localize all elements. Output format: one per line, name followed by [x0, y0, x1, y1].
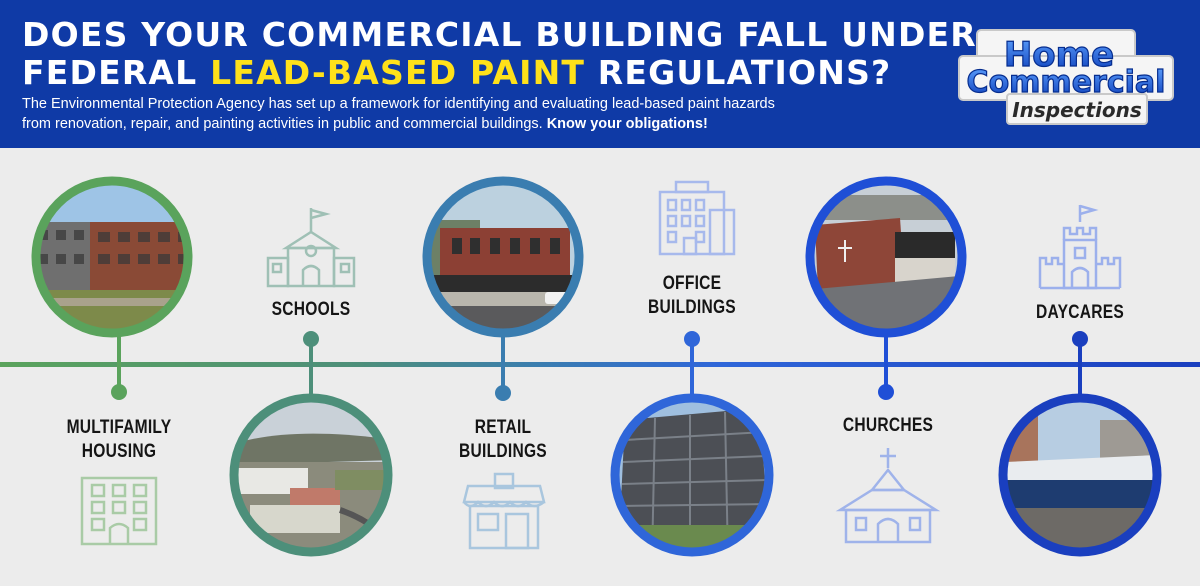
store-icon [462, 472, 546, 550]
header-banner: Does your commercial building fall under… [0, 0, 1200, 148]
storefront-street-photo [422, 176, 584, 338]
node-office [684, 331, 700, 347]
label-office-buildings: OFFICE BUILDINGS [622, 272, 761, 320]
label-line: BUILDINGS [648, 297, 736, 318]
description-cta: Know your obligations! [546, 116, 708, 132]
school-icon [266, 208, 356, 288]
label-daycares: DAYCARES [1010, 301, 1149, 325]
label-churches: CHURCHES [818, 414, 957, 438]
timeline-connectors [111, 331, 1088, 401]
title-line-2-prefix: federal [22, 53, 211, 92]
node-schools [303, 331, 319, 347]
company-logo: Home Commercial Inspections [955, 26, 1177, 130]
description-line-2: from renovation, repair, and painting ac… [22, 116, 547, 132]
label-line: BUILDINGS [459, 441, 547, 462]
label-line: HOUSING [81, 441, 157, 462]
label-line: DAYCARES [1036, 302, 1124, 323]
title-highlight: lead-based paint [210, 53, 586, 92]
logo-mark: Home Commercial Inspections [958, 29, 1174, 125]
label-line: MULTIFAMILY [66, 417, 172, 438]
header-description: The Environmental Protection Agency has … [22, 94, 902, 134]
node-multifamily [111, 384, 127, 400]
page-title: Does your commercial building fall under… [22, 16, 977, 92]
label-line: RETAIL [474, 417, 532, 438]
label-multifamily-housing: MULTIFAMILY HOUSING [49, 416, 188, 464]
title-line-1: Does your commercial building fall under [22, 15, 977, 54]
daycare-building-photo [998, 393, 1162, 557]
node-retail [495, 385, 511, 401]
school-aerial-photo [229, 393, 393, 557]
logo-word-inspections: Inspections [1012, 98, 1142, 122]
castle-icon [1038, 204, 1122, 290]
apartment-building-photo [31, 176, 193, 338]
title-line-2-suffix: regulations? [585, 53, 892, 92]
church-aerial-photo [805, 176, 967, 338]
apartment-icon [80, 476, 158, 546]
office-building-icon [658, 180, 736, 256]
church-icon [835, 448, 941, 544]
label-line: OFFICE [662, 273, 722, 294]
label-schools: SCHOOLS [241, 298, 380, 322]
label-retail-buildings: RETAIL BUILDINGS [433, 416, 572, 464]
logo-word-commercial: Commercial [967, 65, 1166, 100]
label-line: CHURCHES [842, 415, 934, 436]
node-churches [878, 384, 894, 400]
node-daycares [1072, 331, 1088, 347]
logo-word-home: Home [1004, 35, 1114, 75]
office-tower-photo [610, 393, 774, 557]
description-line-1: The Environmental Protection Agency has … [22, 96, 775, 112]
label-line: SCHOOLS [271, 299, 351, 320]
timeline-line [0, 362, 1200, 367]
